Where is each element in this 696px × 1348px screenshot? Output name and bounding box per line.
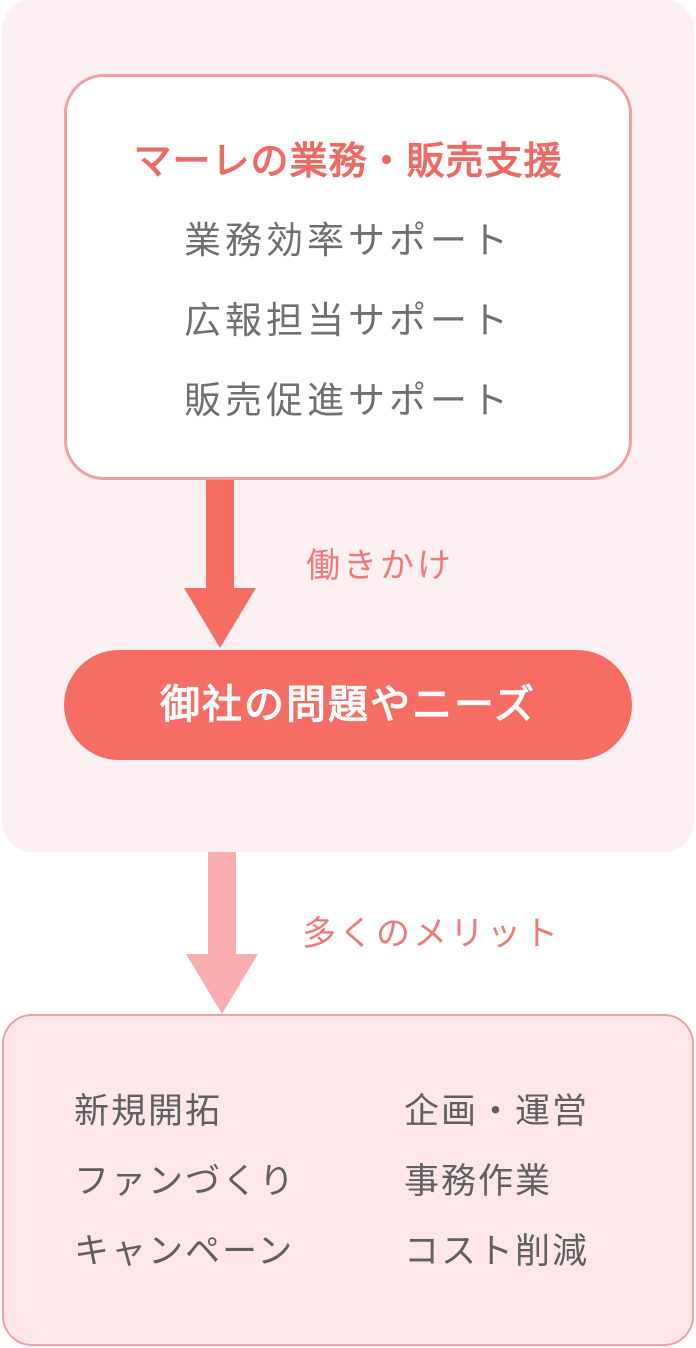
down-arrow-secondary — [186, 852, 258, 1014]
benefit-item: キャンペーン — [74, 1232, 295, 1272]
benefits-box: 新規開拓 ファンづくり キャンペーン 企画・運営 事務作業 コスト削減 — [2, 1014, 694, 1346]
benefit-item: コスト削減 — [404, 1232, 590, 1272]
arrow-label-action: 働きかけ — [306, 546, 454, 586]
benefit-item: 企画・運営 — [404, 1092, 590, 1132]
benefit-list-right: 企画・運営 事務作業 コスト削減 — [404, 1090, 589, 1300]
benefit-item: ファンづくり — [74, 1162, 297, 1202]
service-item: 広報担当サポート — [184, 299, 512, 342]
needs-pill: 御社の問題やニーズ — [64, 650, 632, 760]
arrow-label-benefits: 多くのメリット — [302, 914, 561, 954]
down-arrow-primary — [184, 480, 256, 648]
service-box: マーレの業務・販売支援 業務効率サポート 広報担当サポート 販売促進サポート — [64, 74, 632, 480]
benefit-item: 新規開拓 — [74, 1092, 223, 1132]
service-list: 業務効率サポート 広報担当サポート 販売促進サポート — [67, 219, 629, 459]
benefit-list-left: 新規開拓 ファンづくり キャンペーン — [74, 1090, 296, 1300]
service-title: マーレの業務・販売支援 — [133, 139, 563, 183]
service-item: 業務効率サポート — [184, 219, 512, 262]
service-item: 販売促進サポート — [184, 379, 512, 422]
benefit-item: 事務作業 — [404, 1162, 553, 1202]
